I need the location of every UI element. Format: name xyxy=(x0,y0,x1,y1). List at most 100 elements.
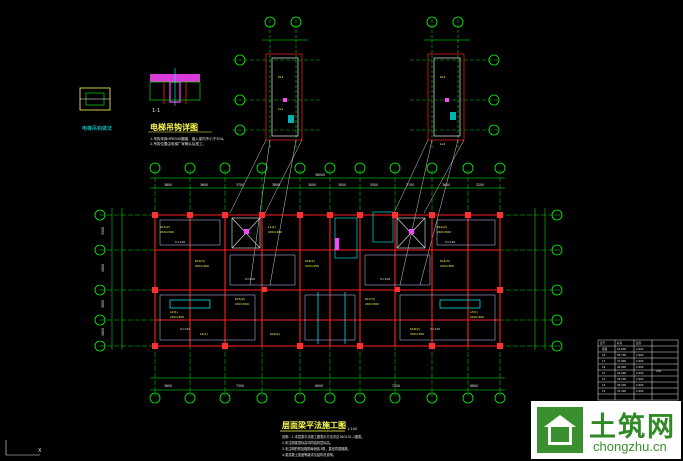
svg-text:层号: 层号 xyxy=(600,341,606,345)
section-title: 1-1 xyxy=(152,108,160,114)
svg-text:KL5(4): KL5(4) xyxy=(235,297,245,301)
svg-text:200×450: 200×450 xyxy=(410,332,424,336)
svg-text:屋面: 屋面 xyxy=(602,347,608,351)
plan-title: 层面梁平法施工图 xyxy=(281,420,346,430)
svg-text:L4(1): L4(1) xyxy=(200,332,208,336)
svg-text:18: 18 xyxy=(602,353,606,357)
svg-text:2.未注明梁顶标高均同结构层标高。: 2.未注明梁顶标高均同结构层标高。 xyxy=(282,440,333,445)
svg-text:2.900: 2.900 xyxy=(636,353,644,357)
svg-text:7300: 7300 xyxy=(236,384,244,388)
svg-text:2.900: 2.900 xyxy=(636,347,644,351)
svg-text:层高: 层高 xyxy=(636,341,642,345)
svg-text:47.800: 47.800 xyxy=(617,359,626,363)
svg-text:h=120: h=120 xyxy=(180,327,190,331)
hook-detail-small: 电梯吊钩做法 xyxy=(79,87,112,132)
svg-text:3600: 3600 xyxy=(164,183,172,187)
svg-text:14: 14 xyxy=(602,377,606,381)
svg-text:KL2(2): KL2(2) xyxy=(437,225,447,229)
top-axis-bubbles xyxy=(149,162,506,174)
svg-text:2.900: 2.900 xyxy=(636,365,644,369)
svg-text:KL4(3): KL4(3) xyxy=(440,259,450,263)
svg-text:17: 17 xyxy=(602,359,606,363)
svg-text:12: 12 xyxy=(602,389,606,393)
stair-detail-title: 电梯吊钩详图 xyxy=(150,122,198,132)
svg-text:2600: 2600 xyxy=(101,328,105,336)
svg-text:42.000: 42.000 xyxy=(617,371,626,375)
vertical-axes xyxy=(154,170,501,396)
svg-text:2.900: 2.900 xyxy=(636,377,644,381)
svg-text:3600: 3600 xyxy=(200,183,208,187)
elevator-shaft-detail-right: KL2 LL2 xyxy=(410,16,500,150)
svg-text:L2(1): L2(1) xyxy=(170,310,178,314)
cyan-elements xyxy=(169,292,481,344)
svg-text:3600: 3600 xyxy=(442,183,450,187)
svg-text:h=120: h=120 xyxy=(175,240,185,244)
svg-text:h=120: h=120 xyxy=(430,327,440,331)
logo-url-text: chongzhu.cn xyxy=(593,439,667,454)
svg-text:标高: 标高 xyxy=(617,341,623,345)
svg-text:KL6(2): KL6(2) xyxy=(305,259,315,263)
svg-text:7200: 7200 xyxy=(392,384,400,388)
svg-text:1.吊钩采用HPB300圆钢，锚入梁内不小于30d。: 1.吊钩采用HPB300圆钢，锚入梁内不小于30d。 xyxy=(150,136,226,141)
svg-text:36000: 36000 xyxy=(315,173,325,177)
svg-text:39.100: 39.100 xyxy=(617,377,626,381)
svg-text:200×400: 200×400 xyxy=(470,315,484,319)
svg-text:50.700: 50.700 xyxy=(617,353,626,357)
svg-text:L3(1): L3(1) xyxy=(470,310,478,314)
level-schedule-text: 层号 标高 层高 屋面 53.600 2.900 18 50.700 2.900 17 47.… xyxy=(600,341,661,393)
svg-text:6000: 6000 xyxy=(315,384,323,388)
svg-text:3700: 3700 xyxy=(406,183,414,187)
elevator-shaft-detail-left: KL1 LL1 xyxy=(232,16,320,150)
plan-title-block: 层面梁平法施工图 1:100 说明：1.本层梁平法施工图表示方法详见16G101… xyxy=(280,420,365,457)
side-axis-bubbles xyxy=(94,209,563,352)
bottom-axis-bubbles xyxy=(149,392,506,404)
svg-text:200×500: 200×500 xyxy=(365,302,379,306)
svg-text:2.900: 2.900 xyxy=(636,371,644,375)
detail-leader-lines xyxy=(229,139,465,286)
svg-text:200×500: 200×500 xyxy=(235,302,249,306)
svg-text:X: X xyxy=(38,448,42,454)
svg-text:说明：1.本层梁平法施工图表示方法详见16G101-1图集。: 说明：1.本层梁平法施工图表示方法详见16G101-1图集。 xyxy=(282,434,365,439)
svg-text:4000: 4000 xyxy=(101,264,105,272)
inner-walls xyxy=(159,219,496,341)
svg-text:200×400: 200×400 xyxy=(170,315,184,319)
svg-text:3800: 3800 xyxy=(272,183,280,187)
svg-text:KL8(2): KL8(2) xyxy=(410,327,420,331)
beams-outline xyxy=(154,214,501,347)
svg-text:KL7(3): KL7(3) xyxy=(365,297,375,301)
svg-text:3.未注明的附加箍筋每侧各3根，直径同梁箍筋。: 3.未注明的附加箍筋每侧各3根，直径同梁箍筋。 xyxy=(282,446,351,451)
house-logo-icon xyxy=(537,407,583,453)
svg-text:KL1(2): KL1(2) xyxy=(160,225,170,229)
svg-text:1:100: 1:100 xyxy=(347,427,357,431)
svg-text:16: 16 xyxy=(602,365,606,369)
svg-text:3500: 3500 xyxy=(101,227,105,235)
svg-text:200×500: 200×500 xyxy=(437,230,451,234)
elevator-shafts xyxy=(231,211,426,259)
beam-annotations: KL1(2)200×500 KL3(3)200×400 L2(1)200×400… xyxy=(160,225,484,336)
svg-text:200×400: 200×400 xyxy=(195,264,209,268)
svg-text:h=100: h=100 xyxy=(245,277,255,281)
ucs-icon: X xyxy=(5,440,42,456)
svg-text:3000: 3000 xyxy=(338,183,346,187)
svg-text:h=100: h=100 xyxy=(380,277,390,281)
svg-text:3000: 3000 xyxy=(101,300,105,308)
columns xyxy=(152,212,503,349)
svg-text:KL1: KL1 xyxy=(278,75,284,79)
floor-plan[interactable]: KL1(2)200×500 KL3(3)200×400 L2(1)200×400… xyxy=(94,162,563,404)
svg-text:200×450: 200×450 xyxy=(305,264,319,268)
svg-text:LL1: LL1 xyxy=(278,107,283,111)
svg-text:200×400: 200×400 xyxy=(440,264,454,268)
svg-text:4.梁混凝土强度等级详见结构总说明。: 4.梁混凝土强度等级详见结构总说明。 xyxy=(282,452,336,457)
svg-text:2.吊钩位置由电梯厂家确认后施工。: 2.吊钩位置由电梯厂家确认后施工。 xyxy=(150,141,206,146)
svg-text:3500: 3500 xyxy=(370,183,378,187)
svg-text:2.900: 2.900 xyxy=(636,383,644,387)
svg-text:3600: 3600 xyxy=(164,384,172,388)
svg-text:44.900: 44.900 xyxy=(617,365,626,369)
svg-text:KL2: KL2 xyxy=(440,75,446,79)
svg-text:53.600: 53.600 xyxy=(617,347,626,351)
elevator-hook-detail: 1-1 电梯吊钩详图 1.吊钩采用HPB300圆钢，锚入梁内不小于30d。 2.… xyxy=(148,68,226,146)
accent-marks xyxy=(244,229,414,250)
